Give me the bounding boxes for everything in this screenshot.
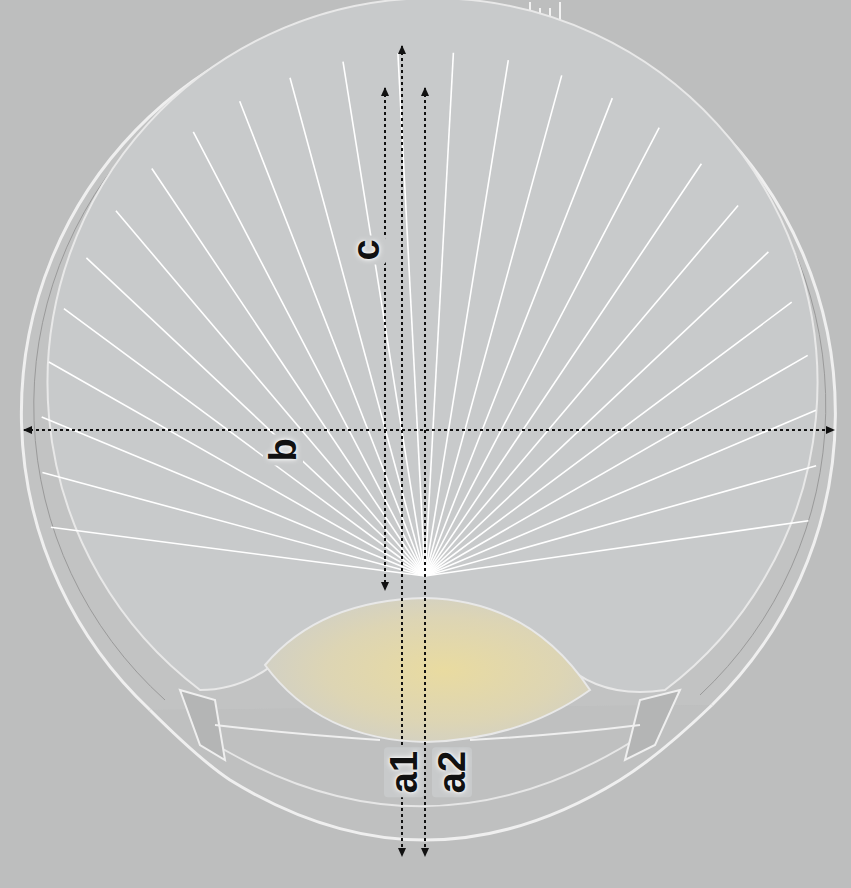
light-ray bbox=[42, 473, 425, 577]
lens bbox=[265, 598, 590, 742]
light-ray bbox=[425, 205, 738, 576]
dimension-label: a2 bbox=[432, 747, 472, 797]
dimension-label-holder: a2 bbox=[432, 747, 472, 797]
light-ray bbox=[86, 258, 425, 576]
light-ray bbox=[116, 211, 425, 576]
light-ray bbox=[425, 466, 816, 576]
light-ray bbox=[425, 53, 453, 576]
light-ray bbox=[425, 75, 562, 576]
dimension-label: b bbox=[263, 434, 303, 465]
light-ray bbox=[64, 309, 425, 576]
dimension-label: c bbox=[346, 235, 386, 264]
light-rays bbox=[42, 53, 816, 576]
light-ray bbox=[425, 355, 808, 576]
dimension-label-holder: c bbox=[346, 235, 386, 264]
light-ray bbox=[425, 302, 792, 576]
light-ray bbox=[240, 101, 425, 576]
light-ray bbox=[425, 164, 701, 576]
light-ray bbox=[425, 521, 809, 576]
vitreous-body bbox=[47, 0, 817, 692]
dimension-lines bbox=[24, 46, 834, 856]
dimension-label: a1 bbox=[384, 747, 424, 797]
dimension-label-holder: a1 bbox=[384, 747, 424, 797]
light-ray bbox=[42, 417, 425, 576]
light-ray bbox=[425, 410, 816, 576]
dimension-label-holder: b bbox=[263, 434, 303, 465]
light-ray bbox=[425, 98, 612, 576]
